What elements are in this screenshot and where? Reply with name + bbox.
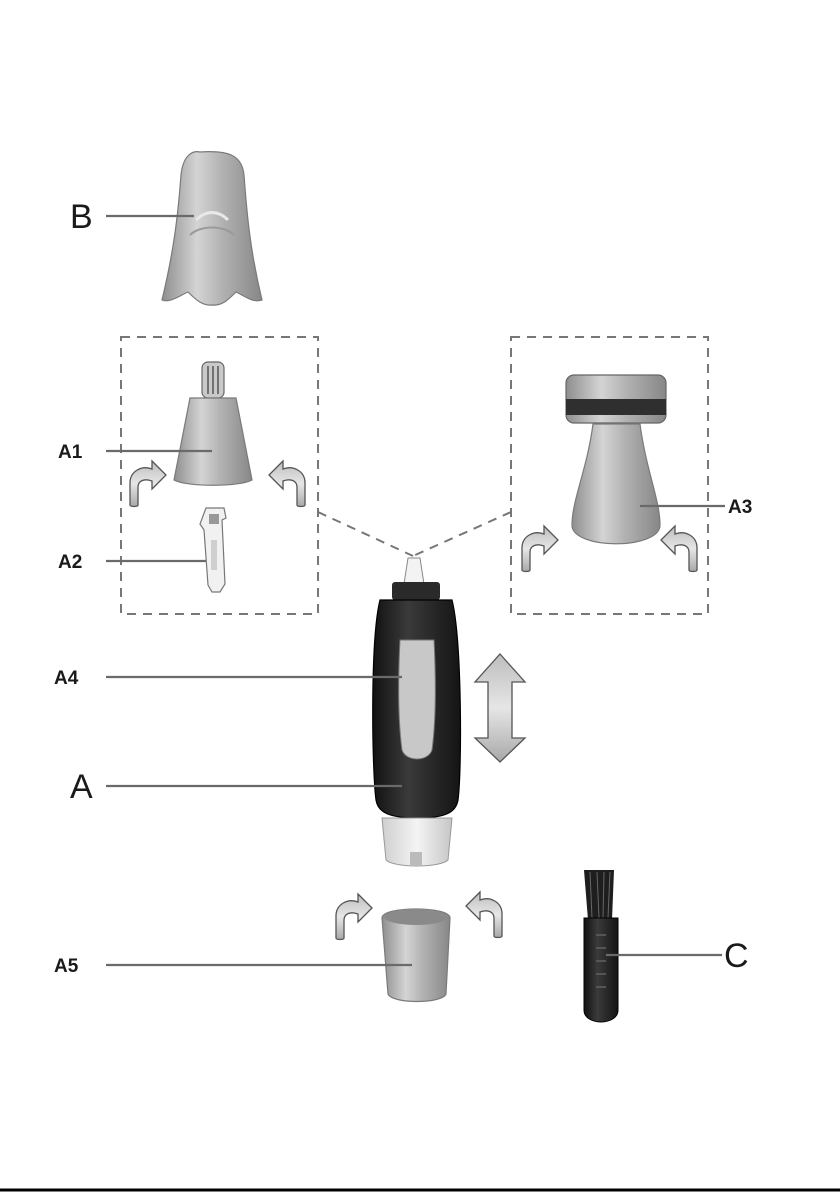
double-arrow-icon <box>475 654 525 762</box>
cleaning-brush-c <box>584 870 618 1022</box>
shaver-head-a3 <box>566 375 666 544</box>
main-unit-a <box>373 558 461 866</box>
label-a1: A1 <box>58 442 83 463</box>
label-a4: A4 <box>54 668 79 689</box>
rotate-arrow-icon <box>522 526 558 572</box>
rotate-arrow-icon <box>336 894 372 940</box>
connector-line-right <box>413 512 511 556</box>
rotate-arrow-icon <box>466 892 502 938</box>
label-a: A <box>70 768 93 806</box>
blade-insert-a2 <box>200 508 226 592</box>
cap-b <box>162 152 262 305</box>
label-b: B <box>70 198 93 236</box>
rotate-arrow-icon <box>130 461 166 507</box>
protective-cap-a5 <box>382 909 450 1002</box>
rotate-arrow-icon <box>661 526 697 572</box>
label-a3: A3 <box>728 497 752 518</box>
label-c: C <box>724 937 749 975</box>
label-a5: A5 <box>54 956 79 977</box>
rotate-arrow-icon <box>269 461 305 507</box>
connector-line-left <box>318 512 413 556</box>
nose-trimmer-head-a1 <box>174 362 252 485</box>
label-a2: A2 <box>58 552 82 573</box>
